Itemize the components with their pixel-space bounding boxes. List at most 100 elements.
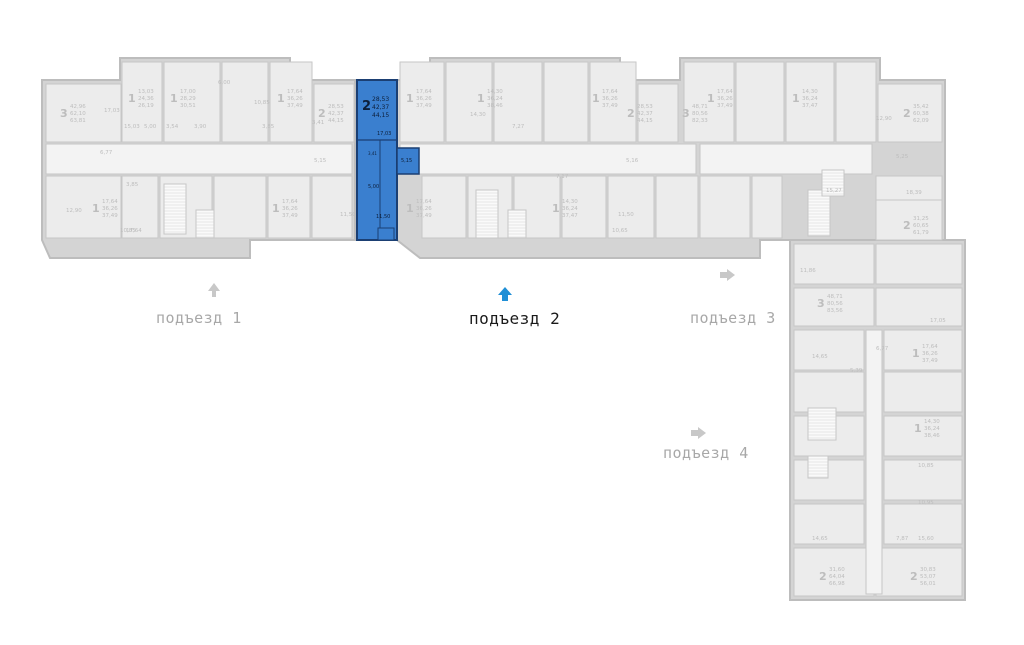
apartment-area: 17,64 [717,89,733,95]
room-area-label: 5,16 [626,158,639,164]
apartment-area: 66,98 [829,581,845,587]
apartment-area: 17,64 [922,344,938,350]
room [607,175,655,239]
corridor [865,329,883,595]
apartment-rooms-count: 1 [792,92,800,105]
apartment-area: 36,26 [287,96,303,102]
stairwell [163,183,187,235]
room [399,61,445,143]
room [213,175,267,239]
room [793,243,875,285]
room [493,61,543,143]
apartment-rooms-count: 2 [910,570,918,583]
rooms-layer [45,61,963,597]
selected-room-c: 11,50 [376,214,390,220]
room [835,61,877,143]
room-area-label: 3,85 [262,124,275,130]
room [269,61,313,143]
selected-apartment-fill[interactable] [356,79,398,241]
apartment-area: 36,24 [924,426,940,432]
apartment-area: 62,09 [913,118,929,124]
room-area-label: 14,30 [470,112,486,118]
apartment-area: 83,56 [827,308,843,314]
apartment-area: 36,24 [562,206,578,212]
room-area-label: 11,50 [340,212,356,218]
apartment-area: 37,49 [602,103,618,109]
stairwell [807,407,837,441]
room [163,61,221,143]
apartment-area: 14,30 [487,89,503,95]
apartment-area: 48,71 [692,104,708,110]
room-area-label: 12,90 [66,208,82,214]
room [637,83,679,143]
room-area-label: 6,77 [100,150,113,156]
stairwell [807,189,831,237]
entrance-1-label[interactable]: подъезд 1 [156,309,242,327]
apartment-area: 31,60 [829,567,845,573]
room-area-label: 12,90 [876,116,892,122]
room-area-label: 10,85 [254,100,270,106]
room-area-label: 5,39 [850,368,863,374]
room [561,175,607,239]
room-area-label: 15,60 [918,536,934,542]
room-area-label: 3,85 [126,182,139,188]
room [45,83,122,143]
corridor [399,143,697,175]
apartment-area: 44,15 [328,118,344,124]
entrance-2-arrow [498,287,512,301]
apartment-rooms-count: 1 [914,422,922,435]
apartment-area: 82,33 [692,118,708,124]
entrance-4-arrow [691,427,706,439]
apartment-area: 60,65 [913,223,929,229]
room [655,175,699,239]
apartment-rooms-count: 2 [903,219,911,232]
apartment-area: 13,03 [138,89,154,95]
selected-hall: 5,15 [401,158,412,164]
stairwell-box [163,183,187,235]
selected-room-a: 17,03 [377,131,391,137]
apartment-area: 36,26 [717,96,733,102]
room-area-label: 17,64 [126,228,142,234]
room [45,175,122,239]
apartment-area: 26,19 [138,103,154,109]
room [121,175,159,239]
room [875,547,963,597]
apartment-area: 24,36 [138,96,154,102]
stairwell-box [807,189,831,237]
room [793,371,865,413]
apartment-area: 36,26 [416,206,432,212]
room [543,61,589,143]
apartment-area: 63,81 [70,118,86,124]
apartment-rooms-count: 2 [627,107,635,120]
room-area-label: 7,87 [896,536,909,542]
apartment-area: 30,83 [920,567,936,573]
room-area-label: 10,85 [918,463,934,469]
apartment-area: 62,10 [70,111,86,117]
entrance-4-label[interactable]: подъезд 4 [663,444,749,462]
entrance-3-label[interactable]: подъезд 3 [690,309,776,327]
apartment-area: 36,26 [602,96,618,102]
apartment-area: 37,49 [922,358,938,364]
apartment-area: 42,96 [70,104,86,110]
apartment-rooms-count: 2 [819,570,827,583]
apartment-rooms-count: 1 [707,92,715,105]
selected-apartment[interactable]: 2 28,53 42,37 44,15 17,03 5,00 11,50 5,1… [356,79,420,241]
apartment-rooms-count: 1 [277,92,285,105]
stairwell [507,209,527,239]
apartment-rooms-count: 1 [592,92,600,105]
room [875,287,963,327]
apartment-area: 30,51 [180,103,196,109]
room-area-label: 10,85 [120,228,136,234]
apartment-area: 37,47 [562,213,578,219]
entrance-2-label[interactable]: подъезд 2 [469,309,561,328]
apartment-area: 17,64 [287,89,303,95]
